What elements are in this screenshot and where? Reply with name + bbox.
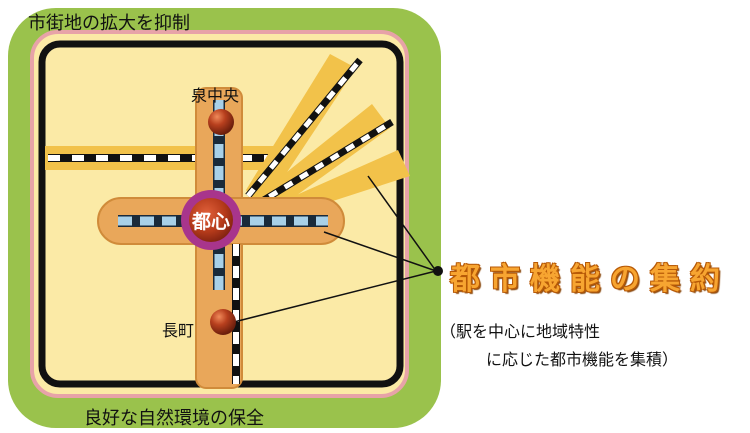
nagamachi-station [210, 309, 236, 335]
connector-dot [433, 266, 443, 276]
note-line-2: に応じた都市機能を集積） [486, 350, 679, 369]
izumi-chuo-station [208, 109, 234, 135]
concentration-title: 都市機能の集約 [450, 262, 730, 297]
toshin-center [189, 198, 233, 242]
bottom-caption: 良好な自然環境の保全 [84, 408, 264, 429]
top-caption: 市街地の拡大を抑制 [28, 13, 190, 34]
izumi-chuo-label: 泉中央 [191, 86, 240, 105]
note-line-1: （駅を中心に地域特性 [440, 322, 601, 341]
connector-lines [225, 175, 437, 325]
toshin-label: 都心 [191, 211, 230, 233]
nagamachi-label: 長町 [162, 321, 195, 340]
